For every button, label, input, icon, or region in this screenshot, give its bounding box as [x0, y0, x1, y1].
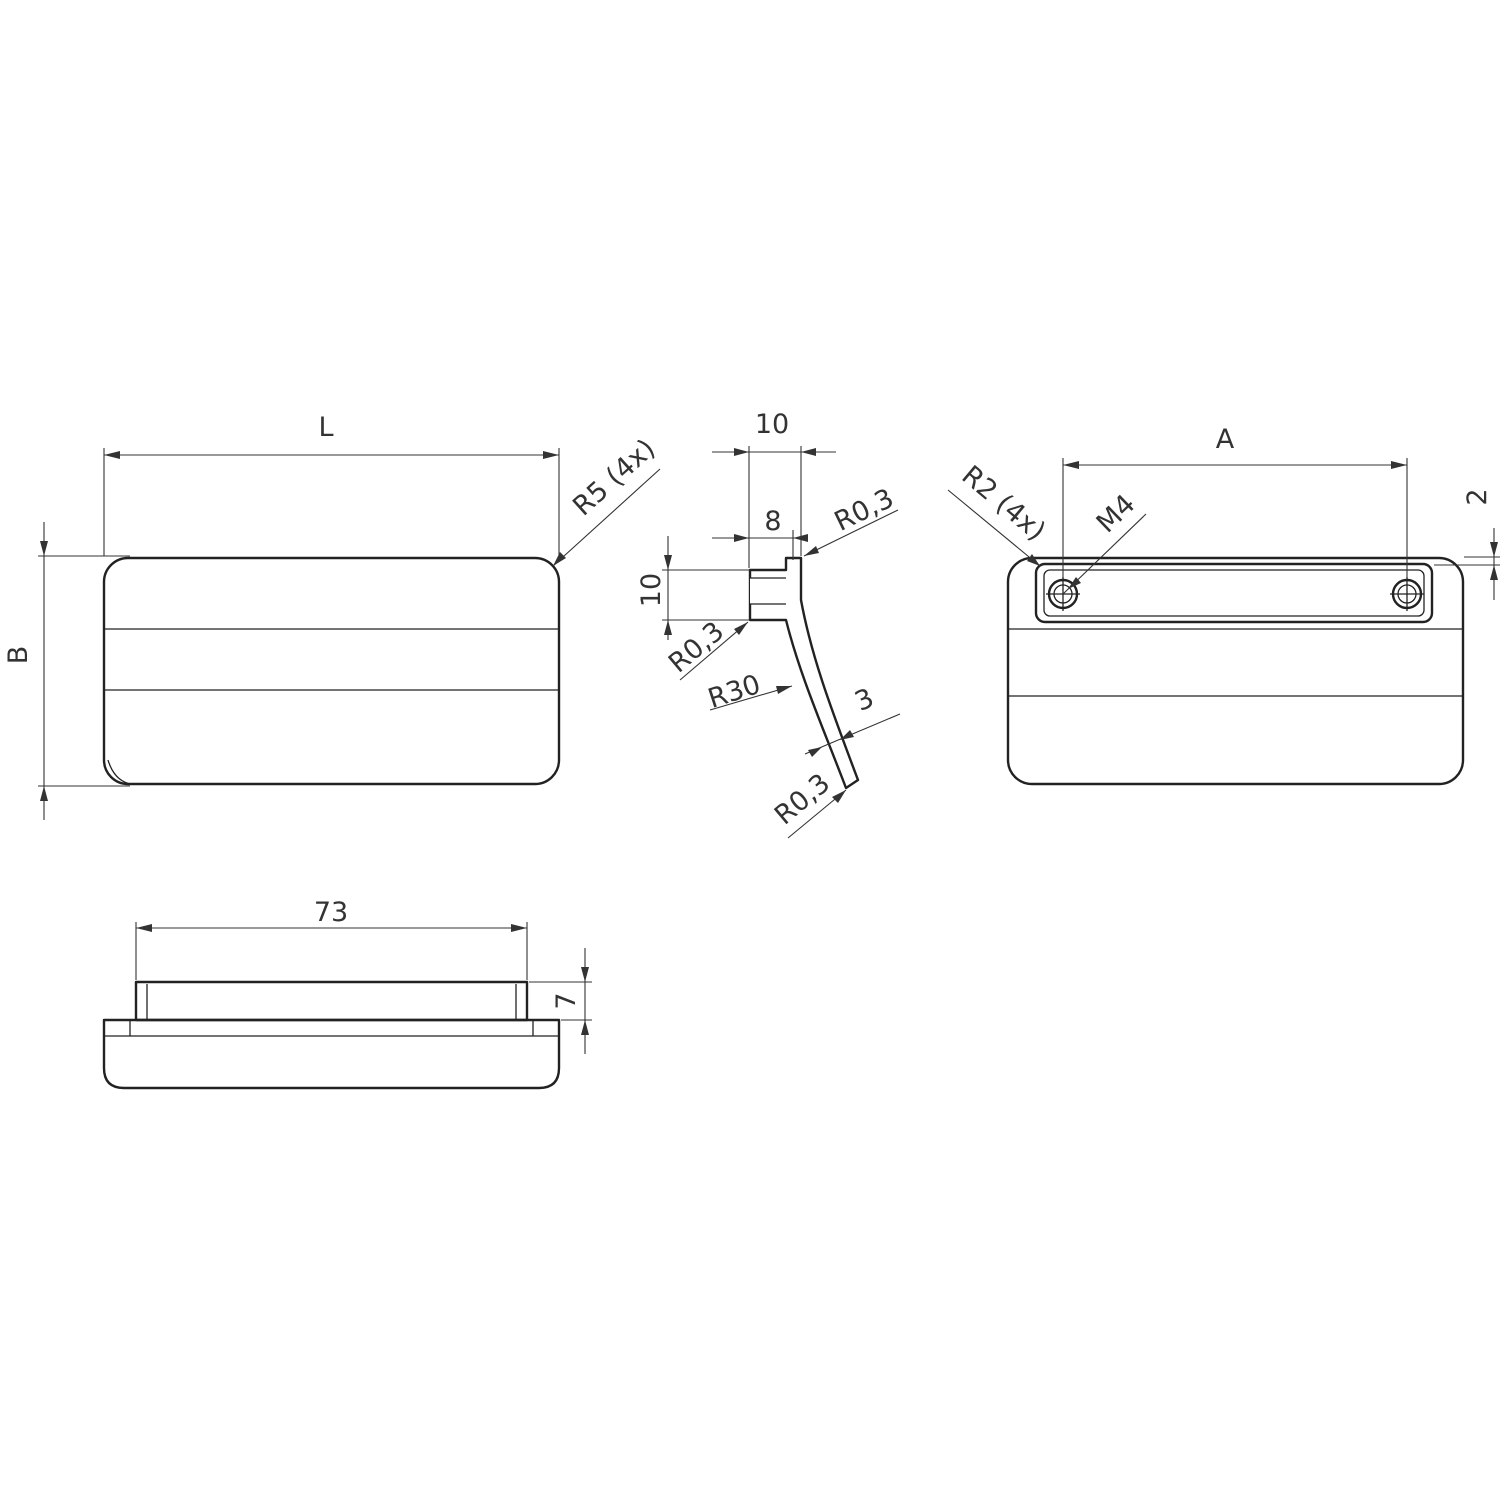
dim-section-curve-radius: R30 — [704, 669, 793, 715]
label-rear-hole-spacing: A — [1216, 424, 1235, 455]
label-front-length: L — [318, 412, 333, 443]
label-rear-corner-radius: R2 (4x) — [956, 460, 1052, 547]
dim-section-lip-width: 8 — [712, 506, 808, 560]
dim-bottom-width: 73 — [135, 897, 528, 980]
dim-section-radius-inner: R0,3 — [663, 616, 749, 681]
dim-section-total-width: 10 — [712, 409, 836, 568]
label-section-curve-radius: R30 — [704, 669, 764, 715]
dim-rear-thread: M4 — [1062, 489, 1147, 595]
label-section-total-width: 10 — [755, 409, 789, 440]
section-view: 10 8 10 R0,3 R0,3 — [636, 409, 901, 839]
section-profile — [748, 556, 860, 790]
dim-front-corner-radius: R5 (4x) — [552, 433, 661, 567]
label-section-lip-height: 10 — [636, 573, 667, 607]
label-bottom-height: 7 — [551, 992, 582, 1009]
dim-bottom-height: 7 — [529, 948, 592, 1054]
rear-outline — [1006, 556, 1465, 786]
label-rear-offset: 2 — [1462, 488, 1493, 505]
label-section-radius-inner: R0,3 — [663, 616, 730, 679]
dim-section-radius-bottom: R0,3 — [769, 768, 847, 839]
dim-section-lip-height: 10 — [636, 536, 750, 640]
bottom-base — [102, 1018, 561, 1090]
front-corner-detail — [107, 759, 131, 785]
label-section-radius-top: R0,3 — [830, 483, 899, 538]
dim-front-length: L — [103, 412, 560, 556]
label-front-corner-radius: R5 (4x) — [567, 433, 661, 522]
bottom-raised-plate — [134, 980, 529, 1022]
dim-front-height: B — [3, 522, 130, 820]
label-front-height: B — [3, 646, 34, 665]
bottom-view: 73 7 — [102, 897, 592, 1090]
front-view: L B R5 (4x) — [3, 412, 661, 820]
dim-rear-hole-spacing: A — [1062, 424, 1408, 578]
dim-rear-corner-radius: R2 (4x) — [947, 460, 1052, 567]
label-rear-thread: M4 — [1091, 489, 1142, 539]
front-outline — [102, 556, 561, 786]
rear-mounting-plate — [1034, 562, 1434, 624]
label-section-radius-bottom: R0,3 — [769, 768, 836, 831]
section-slot — [750, 578, 786, 604]
rear-view: A R2 (4x) M4 2 — [947, 424, 1500, 786]
dim-section-radius-top: R0,3 — [803, 483, 899, 557]
label-section-thickness: 3 — [850, 683, 878, 718]
dim-rear-offset: 2 — [1434, 488, 1500, 600]
rear-hole-right — [1390, 577, 1424, 611]
label-bottom-width: 73 — [314, 897, 348, 928]
rear-mounting-plate-inner — [1043, 569, 1425, 617]
label-section-lip-width: 8 — [764, 506, 781, 537]
